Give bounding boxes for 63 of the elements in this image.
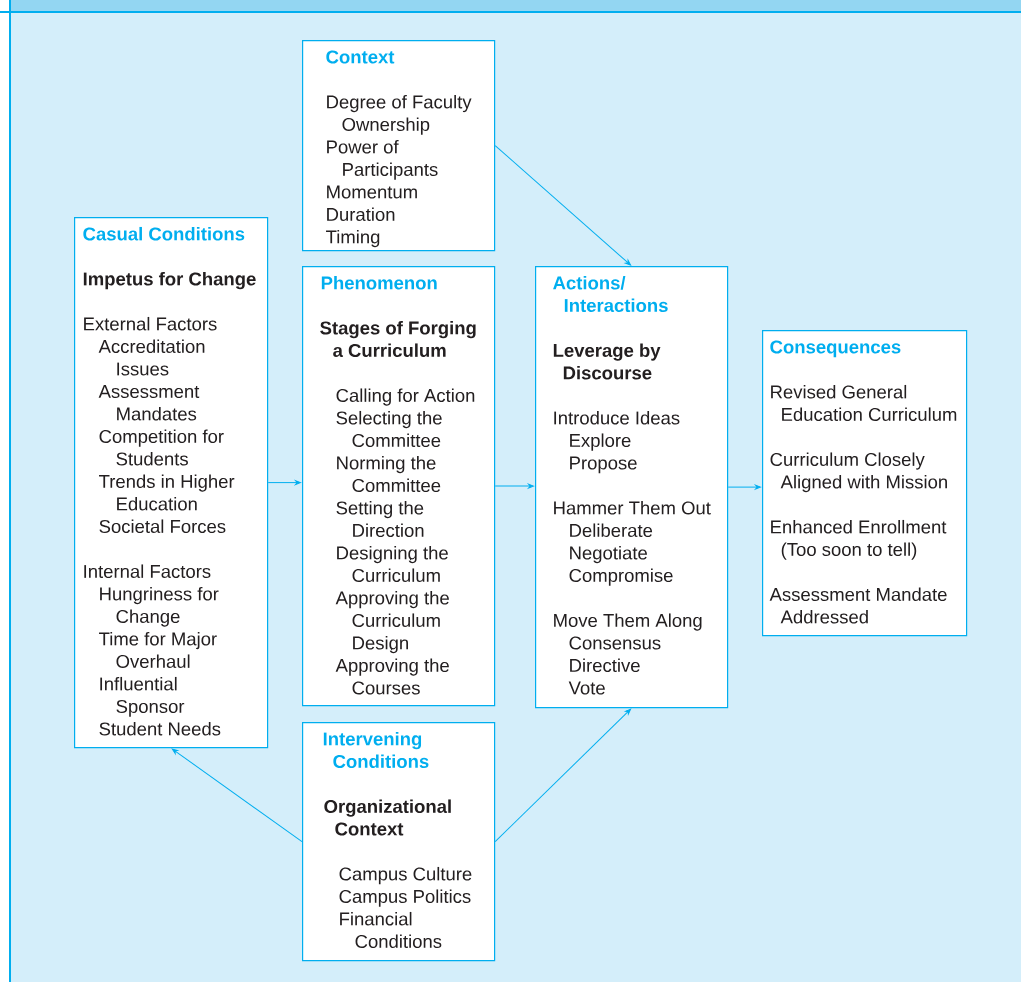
box-title: Casual Conditions: [83, 226, 245, 241]
subheading: Organizational Context: [324, 799, 451, 836]
list-item: Revised General Education Curriculum: [771, 384, 957, 422]
list-item: Explore: [570, 433, 631, 451]
list-item: Trends in Higher Education: [99, 474, 235, 511]
list-item: Campus Politics: [339, 889, 471, 907]
arrow: [494, 483, 535, 489]
concept-box: [762, 330, 968, 637]
list-item: Assessment Mandate Addressed: [769, 587, 947, 624]
arrow: [267, 480, 302, 485]
list-item: Assessment Mandates: [98, 385, 200, 421]
arrow: [171, 748, 303, 843]
subheading: Leverage by Discourse: [553, 343, 661, 380]
concept-box: [302, 722, 496, 962]
box-title: Actions/ Interactions: [553, 275, 668, 313]
list-item: Vote: [568, 681, 605, 695]
list-item: Directive: [570, 658, 640, 673]
list-item: Approving the Curriculum Design: [335, 590, 449, 654]
list-item: Hungriness for Change: [100, 586, 219, 627]
list-item: Accreditation Issues: [98, 339, 205, 376]
list-item: Student Needs: [99, 721, 221, 736]
list-item: Internal Factors: [84, 564, 211, 579]
list-item: Approving the Courses: [335, 658, 449, 695]
concept-box: [535, 266, 729, 709]
box-title: Context: [326, 50, 395, 64]
list-item: Power of Participants: [327, 139, 438, 180]
list-item: Financial Conditions: [340, 911, 442, 949]
list-item: Societal Forces: [99, 519, 226, 534]
list-item: Move Them Along: [554, 613, 702, 631]
list-item: Curriculum Closely Aligned with Mission: [770, 452, 947, 493]
list-item: Deliberate: [570, 523, 653, 538]
arrow: [494, 145, 632, 266]
arrow: [494, 708, 632, 843]
list-item: Degree of Faculty Ownership: [327, 94, 472, 135]
box-title: Consequences: [770, 340, 901, 358]
list-item: Propose: [570, 456, 637, 474]
box-title: Intervening Conditions: [323, 731, 429, 769]
arrow: [727, 484, 762, 490]
concept-box: [302, 266, 496, 707]
list-item: Selecting the Committee: [336, 410, 442, 448]
list-item: Calling for Action: [336, 388, 475, 406]
subheading: Stages of Forging a Curriculum: [320, 320, 476, 358]
list-item: Influential Sponsor: [100, 676, 185, 717]
list-item: Campus Culture: [339, 866, 472, 885]
list-item: Norming the Committee: [337, 455, 441, 493]
list-item: Setting the Direction: [336, 500, 424, 538]
list-item: Momentum: [327, 185, 417, 199]
concept-box: [74, 217, 269, 749]
list-item: Duration: [327, 207, 395, 222]
list-item: Hammer Them Out: [554, 500, 711, 515]
box-title: Phenomenon: [321, 275, 437, 290]
list-item: Consensus: [569, 636, 661, 650]
list-item: Introduce Ideas: [554, 410, 680, 425]
list-item: External Factors: [84, 316, 217, 331]
list-item: Timing: [326, 229, 380, 248]
list-item: Designing the Curriculum: [337, 545, 448, 583]
list-item: Competition for Students: [99, 429, 224, 466]
concept-box: [302, 40, 496, 252]
list-item: Time for Major Overhaul: [99, 631, 217, 669]
list-item: Enhanced Enrollment (Too soon to tell): [771, 519, 947, 560]
subheading: Impetus for Change: [83, 271, 256, 290]
list-item: Compromise: [569, 568, 673, 586]
list-item: Negotiate: [570, 545, 647, 564]
